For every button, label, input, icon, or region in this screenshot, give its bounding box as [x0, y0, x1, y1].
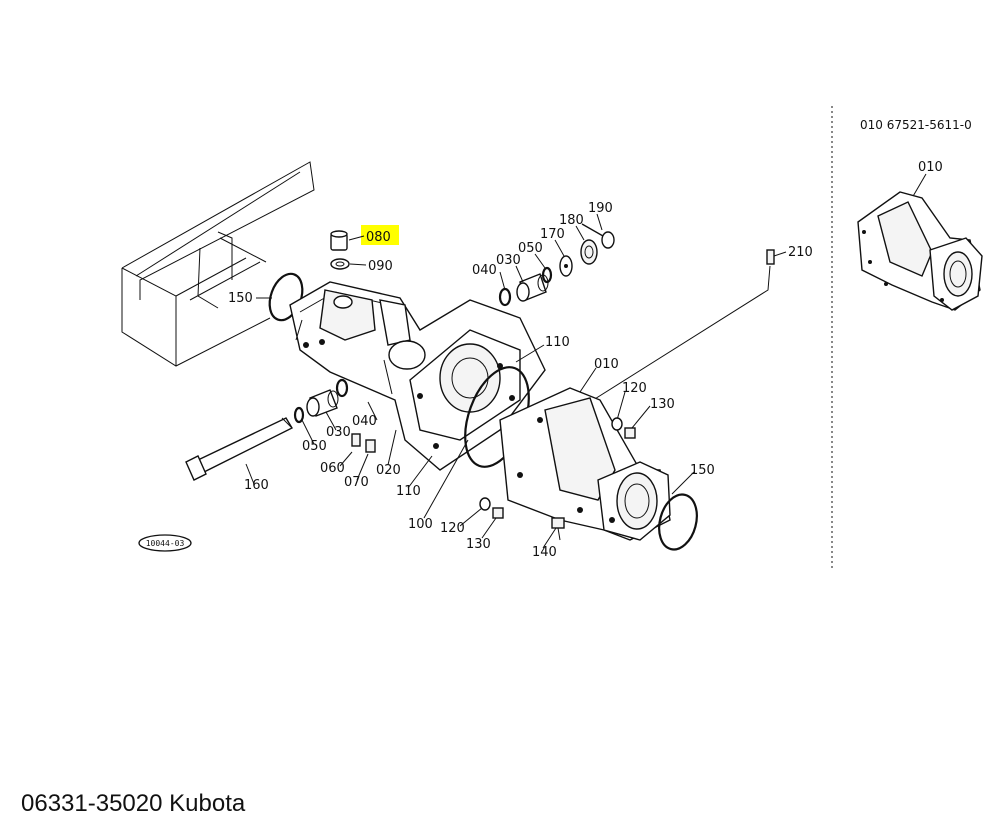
- label-030-upper: 030: [496, 253, 521, 268]
- inset-label-010: 010: [918, 160, 943, 175]
- washer-170: [559, 255, 573, 277]
- seal-040-lower: [335, 378, 349, 398]
- label-140: 140: [532, 545, 557, 560]
- frame-outline: [121, 161, 315, 367]
- center-pin-160: [185, 417, 293, 481]
- o-ring-150-right: [658, 493, 698, 551]
- label-070: 070: [344, 475, 369, 490]
- seal-050-upper: [541, 266, 553, 284]
- label-080: 080: [366, 230, 391, 245]
- label-150-left: 150: [228, 291, 253, 306]
- stamp-text: 10044-03: [146, 539, 185, 548]
- seal-040-upper: [498, 287, 512, 307]
- label-150-right: 150: [690, 463, 715, 478]
- inset-gear-case: 010 67521-5611-0 010: [857, 118, 983, 311]
- label-050-upper: 050: [518, 241, 543, 256]
- grease-nipple-210: [589, 249, 787, 403]
- seal-050-lower: [293, 406, 305, 424]
- label-130-right: 130: [650, 397, 675, 412]
- label-040-upper: 040: [472, 263, 497, 278]
- bolt-140: [551, 517, 565, 541]
- bolt-070: [365, 439, 376, 453]
- label-180: 180: [559, 213, 584, 228]
- bushing-030-lower: [306, 389, 339, 417]
- label-090: 090: [368, 259, 393, 274]
- label-040-lower: 040: [352, 414, 377, 429]
- nut-130-bottom: [492, 507, 504, 519]
- bushing-030-upper: [516, 273, 549, 302]
- nut-180: [580, 239, 598, 265]
- label-020: 020: [376, 463, 401, 478]
- label-030-lower: 030: [326, 425, 351, 440]
- axle-housing-020: [289, 281, 546, 471]
- washer-090: [330, 258, 367, 270]
- label-160: 160: [244, 478, 269, 493]
- highlight-080: [361, 225, 399, 245]
- label-170: 170: [540, 227, 565, 242]
- label-130-bottom: 130: [466, 537, 491, 552]
- gear-case-010: [499, 387, 671, 541]
- drawing-stamp: 10044-03: [138, 534, 192, 552]
- label-190: 190: [588, 201, 613, 216]
- label-010: 010: [594, 357, 619, 372]
- part-caption: 06331-35020 Kubota: [21, 790, 246, 817]
- cotter-pin-190: [581, 223, 615, 249]
- label-210: 210: [788, 245, 813, 260]
- breather-plug-080: [330, 230, 365, 251]
- washer-120-right: [611, 417, 623, 431]
- label-110-lower: 110: [396, 484, 421, 499]
- nut-130-right: [624, 427, 636, 439]
- label-050-lower: 050: [302, 439, 327, 454]
- leader-lines: [245, 213, 695, 549]
- label-110-upper: 110: [545, 335, 570, 350]
- grease-fitting-060: [351, 433, 361, 447]
- part-labels: 080 090 150 040 030 050 170 180 190 210 …: [228, 201, 813, 560]
- label-120-right: 120: [622, 381, 647, 396]
- label-120-bottom: 120: [440, 521, 465, 536]
- label-060: 060: [320, 461, 345, 476]
- label-100: 100: [408, 517, 433, 532]
- inset-header: 010 67521-5611-0: [860, 118, 972, 132]
- washer-120-bottom: [479, 497, 491, 511]
